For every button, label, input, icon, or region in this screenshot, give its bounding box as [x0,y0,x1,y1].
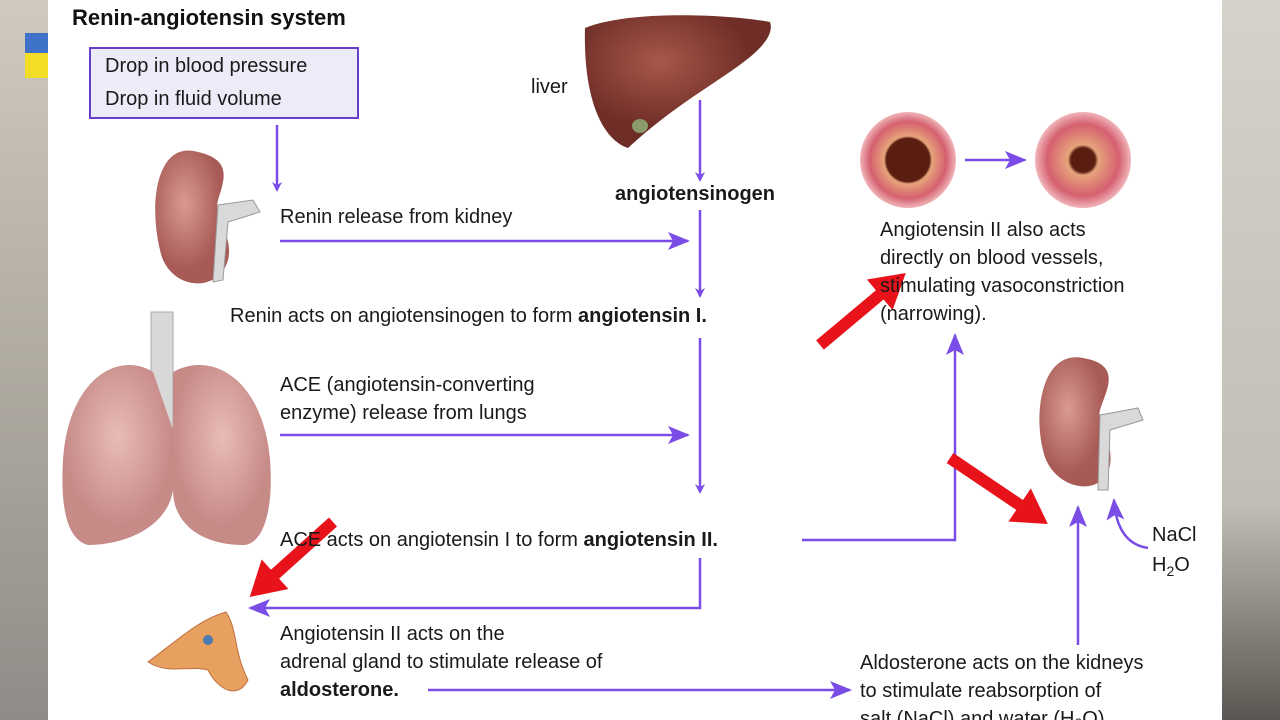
kidney-image-left [155,150,261,284]
liver-label: liver [531,76,568,98]
flag-blue [25,33,48,53]
ace-acts-label: ACE acts on angiotensin I to form angiot… [280,528,718,552]
ace-release-label: enzyme) release from lungs [280,402,527,424]
aldo-kidney-label: Aldosterone acts on the kidneys [860,652,1144,674]
ace-acts-text: ACE acts on angiotensin I to form [280,529,584,551]
renin-acts-text: Renin acts on angiotensinogen to form [230,305,578,327]
angiotensin-1-label: angiotensin I. [578,305,707,327]
flow-arrows [248,100,1149,699]
vessels-label: directly on blood vessels, [880,247,1104,269]
trigger-text: Drop in blood pressure [105,55,308,77]
kidney-image-right [1039,357,1144,491]
slide: Renin-angiotensin system Drop in blood p… [48,0,1222,720]
angiotensin-2-label: angiotensin II. [583,529,718,551]
aldosterone-label: aldosterone. [280,679,399,701]
background-right [1222,0,1280,720]
blood-vessel-constricted-image [1035,112,1131,208]
adrenal-label: adrenal gland to stimulate release of [280,651,603,673]
page-title: Renin-angiotensin system [72,5,346,30]
nacl-label: NaCl [1152,524,1197,546]
ace-release-label: ACE (angiotensin-converting [280,374,535,396]
adrenal-label: Angiotensin II acts on the [280,623,505,645]
h2o-sub: 2 [1166,563,1175,579]
diagram-graphics [62,15,1149,699]
h2o-label: H2O [1152,553,1190,583]
vessels-label: stimulating vasoconstriction [880,275,1125,297]
arrow-to-vessels [802,333,964,542]
lungs-image [62,311,271,545]
angiotensinogen-label: angiotensinogen [615,183,775,205]
trigger-text: Drop in fluid volume [105,88,282,110]
aldo-kidney-label: salt (NaCl) and water (H₂O). [860,708,1111,720]
aldo-kidney-label: to stimulate reabsorption of [860,680,1102,702]
liver-image [584,15,771,149]
background-left [0,0,48,720]
trigger-box: Drop in blood pressure Drop in fluid vol… [89,47,359,119]
vessels-label: (narrowing). [880,303,987,325]
renin-release-label: Renin release from kidney [280,206,513,228]
flag-yellow [25,53,48,78]
h2o-o: O [1174,554,1190,576]
arrow-nacl-water [1106,498,1149,550]
highlight-arrows [249,273,1048,597]
arrow-to-adrenal [248,558,702,617]
h2o-h: H [1152,554,1167,576]
blood-vessel-normal-image [860,112,956,208]
renin-acts-label: Renin acts on angiotensinogen to form an… [230,304,707,328]
vessels-label: Angiotensin II also acts [880,219,1086,241]
adrenal-gland-image [147,611,249,692]
